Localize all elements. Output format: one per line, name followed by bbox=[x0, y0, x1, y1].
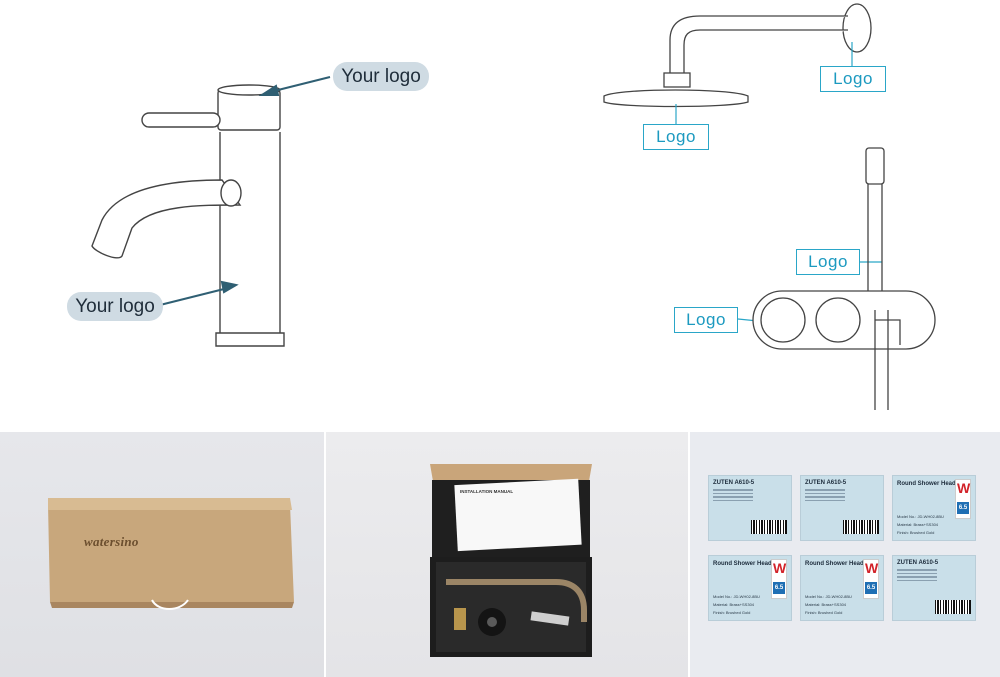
valve-logo-label: Logo bbox=[674, 307, 738, 333]
watermark-badge-icon: W 6.5 bbox=[863, 559, 879, 599]
manual-title: INSTALLATION MANUAL bbox=[460, 489, 514, 494]
shower-head-logo-label: Logo bbox=[643, 124, 709, 150]
watermark-letter: W bbox=[773, 560, 787, 576]
callout-arrows bbox=[159, 76, 331, 306]
label-title: ZUTEN A610-5 bbox=[897, 560, 939, 566]
label-finish: Finish: Brushed Gold bbox=[805, 610, 843, 615]
product-label: Round Shower Head Model No.: JD-WH02-8BU… bbox=[892, 475, 976, 541]
rain-shower-drawing bbox=[603, 3, 872, 108]
handheld-logo-label: Logo bbox=[796, 249, 860, 275]
label-material: Material: Brass+SS304 bbox=[897, 522, 939, 527]
faucet-shower-line-drawings bbox=[91, 3, 936, 410]
gift-box-photo: watersino bbox=[0, 432, 324, 677]
label-model: Model No.: JD-WH02-8BU bbox=[713, 594, 760, 599]
handheld-shower-drawing bbox=[752, 147, 936, 410]
product-label: ZUTEN A610-5 bbox=[708, 475, 792, 541]
product-label: Round Shower Head Model No.: JD-WH02-8BU… bbox=[708, 555, 792, 621]
label-model: Model No.: JD-WH02-8BU bbox=[805, 594, 852, 599]
shower-arm-logo-label: Logo bbox=[820, 66, 886, 92]
label-text-lines bbox=[897, 569, 937, 583]
label-finish: Finish: Brushed Gold bbox=[713, 610, 751, 615]
label-finish: Finish: Brushed Gold bbox=[897, 530, 935, 535]
label-material: Material: Brass+SS304 bbox=[805, 602, 847, 607]
watermark-badge-icon: W 6.5 bbox=[771, 559, 787, 599]
label-title: Round Shower Head bbox=[713, 561, 772, 567]
star-rating: 6.5 bbox=[865, 582, 877, 594]
label-title: ZUTEN A610-5 bbox=[805, 480, 847, 486]
product-label: ZUTEN A610-5 bbox=[892, 555, 976, 621]
box-brand-text: watersino bbox=[84, 534, 139, 549]
label-text-lines bbox=[805, 489, 845, 503]
star-rating: 6.5 bbox=[773, 582, 785, 594]
watermark-letter: W bbox=[957, 480, 971, 496]
label-model: Model No.: JD-WH02-8BU bbox=[897, 514, 944, 519]
label-material: Material: Brass+SS304 bbox=[713, 602, 755, 607]
product-label: Round Shower Head Model No.: JD-WH02-8BU… bbox=[800, 555, 884, 621]
barcode-icon bbox=[843, 520, 879, 534]
barcode-icon bbox=[751, 520, 787, 534]
label-text-lines bbox=[713, 489, 753, 503]
label-title: Round Shower Head bbox=[897, 481, 956, 487]
label-title: ZUTEN A610-5 bbox=[713, 480, 755, 486]
your-logo-callout-top: Your logo bbox=[333, 62, 429, 91]
your-logo-callout-body: Your logo bbox=[67, 292, 163, 321]
open-box-illustration bbox=[430, 464, 592, 657]
kraft-box-illustration bbox=[48, 498, 294, 610]
product-label: ZUTEN A610-5 bbox=[800, 475, 884, 541]
open-box-photo: INSTALLATION MANUAL bbox=[326, 432, 688, 677]
product-labels-photo: ZUTEN A610-5 ZUTEN A610-5 Round Shower H… bbox=[690, 432, 1000, 677]
line-drawing-area: Your logo Your logo Logo Logo Logo Logo bbox=[67, 3, 936, 410]
watermark-letter: W bbox=[865, 560, 879, 576]
label-title: Round Shower Head bbox=[805, 561, 864, 567]
watermark-badge-icon: W 6.5 bbox=[955, 479, 971, 519]
star-rating: 6.5 bbox=[957, 502, 969, 514]
barcode-icon bbox=[935, 600, 971, 614]
